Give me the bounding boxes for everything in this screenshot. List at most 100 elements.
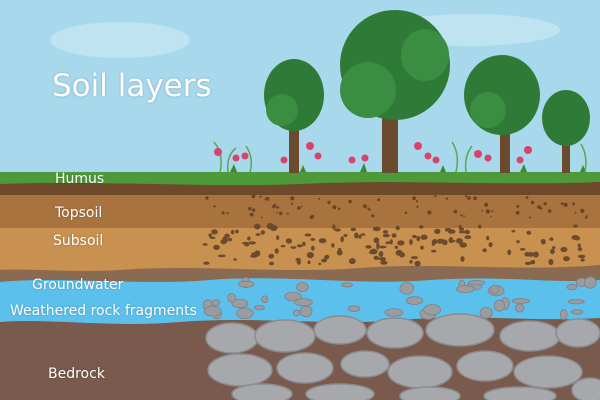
soil-particle — [519, 248, 526, 251]
soil-particle — [255, 233, 261, 236]
soil-particle — [460, 256, 465, 262]
tree — [464, 55, 540, 173]
soil-particle — [233, 258, 237, 261]
soil-particle — [327, 200, 331, 205]
soil-particle — [324, 254, 330, 260]
rock-fragment — [514, 303, 525, 313]
soil-particle — [268, 253, 275, 259]
soil-particle — [412, 196, 416, 201]
soil-particle — [224, 233, 230, 239]
soil-particle — [528, 216, 531, 219]
soil-particle — [300, 205, 303, 208]
soil-particle — [491, 210, 494, 213]
soil-particle — [447, 229, 456, 234]
soil-particle — [458, 224, 462, 228]
rock-fragment — [566, 283, 578, 291]
soil-particle — [431, 239, 436, 246]
rock-fragment — [253, 305, 265, 311]
label-bedrock: Bedrock — [48, 366, 105, 382]
soil-particle — [358, 234, 362, 239]
soil-particle — [247, 236, 251, 241]
soil-particle — [481, 209, 483, 212]
soil-particle — [380, 260, 388, 265]
rock-fragment — [203, 305, 222, 317]
rock-fragment — [423, 304, 442, 316]
soil-particle — [580, 258, 585, 262]
soil-particle — [343, 234, 348, 237]
topsoil-edge — [0, 219, 600, 228]
soil-particle — [266, 222, 274, 230]
rock-fragment — [467, 280, 486, 286]
soil-particle — [321, 258, 328, 263]
rock-fragment — [284, 291, 302, 302]
soil-particle — [410, 256, 419, 260]
rock-fragment — [567, 299, 585, 305]
soil-particle — [419, 225, 424, 229]
soil-particle — [307, 260, 311, 265]
soil-particle — [272, 204, 276, 209]
rock-fragment — [231, 298, 249, 309]
soil-particle — [549, 237, 554, 241]
soil-particle — [445, 197, 449, 200]
soil-particle — [573, 224, 578, 228]
tree — [542, 90, 590, 173]
soil-particle — [296, 259, 301, 265]
rock-fragment — [479, 307, 493, 319]
soil-particle — [377, 257, 384, 261]
soil-particle — [420, 245, 424, 250]
soil-particle — [368, 208, 371, 211]
soil-particle — [395, 225, 400, 231]
soil-particle — [260, 230, 266, 235]
soil-particle — [577, 247, 583, 252]
soil-particle — [537, 205, 541, 210]
soil-particle — [467, 196, 471, 200]
soil-particle — [254, 250, 261, 257]
soil-particle — [332, 224, 336, 230]
soil-particle — [211, 229, 218, 235]
soil-particle — [404, 211, 408, 215]
rock-fragment — [347, 305, 361, 313]
soil-particle — [205, 196, 209, 200]
soil-particle — [526, 230, 532, 235]
rock-fragment — [405, 296, 424, 305]
rock-fragment — [341, 282, 354, 288]
rock-fragment — [211, 299, 221, 307]
soil-particle — [399, 252, 405, 258]
soil-particle — [227, 237, 233, 242]
soil-particle — [389, 239, 393, 245]
soil-particle — [213, 244, 220, 250]
soil-particle — [434, 195, 437, 198]
soil-particle — [416, 235, 421, 242]
soil-particle — [365, 245, 372, 249]
soil-particle — [394, 245, 399, 249]
soil-particle — [296, 244, 303, 248]
soil-particle — [420, 234, 428, 240]
grass-layer — [0, 172, 600, 186]
soil-particle — [409, 259, 413, 264]
soil-particle — [291, 202, 294, 205]
soil-particle — [415, 200, 419, 203]
soil-particle — [274, 248, 279, 254]
soil-particle — [202, 243, 208, 246]
soil-particle — [516, 240, 520, 244]
soil-particle — [460, 214, 463, 217]
soil-particle — [427, 210, 432, 215]
soil-particle — [416, 205, 419, 208]
soil-particle — [311, 245, 315, 251]
soil-particle — [217, 254, 226, 258]
soil-particle — [552, 246, 556, 250]
soil-particle — [571, 235, 579, 240]
rock-fragment — [456, 285, 475, 294]
rock-fragment — [584, 276, 597, 289]
soil-particle — [230, 229, 235, 235]
soil-particle — [378, 251, 384, 258]
soil-particle — [485, 209, 491, 214]
soil-particle — [310, 216, 314, 220]
soil-particle — [409, 239, 413, 245]
soil-particle — [373, 237, 380, 244]
soil-particle — [444, 228, 449, 232]
soil-particle — [464, 235, 472, 240]
soil-particle — [297, 206, 301, 210]
soil-particle — [253, 223, 261, 230]
